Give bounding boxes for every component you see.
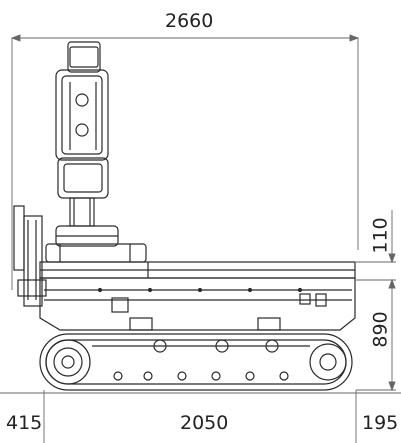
overall-length-dimension-line — [10, 34, 360, 290]
crawler-track — [39, 333, 353, 391]
overall-length-label: 2660 — [165, 10, 214, 32]
chassis-body — [39, 277, 356, 331]
deck-plate — [39, 261, 356, 279]
track-length-label: 2050 — [180, 412, 229, 434]
height-dimension-lines — [356, 210, 396, 392]
bottom-dimension-lines — [0, 390, 401, 443]
robot-arm — [45, 41, 147, 263]
body-height-label: 890 — [369, 311, 392, 348]
front-mast — [13, 205, 47, 307]
front-overhang-label: 415 — [6, 412, 43, 434]
top-height-label: 110 — [369, 217, 392, 254]
rear-overhang-label: 195 — [362, 412, 399, 434]
